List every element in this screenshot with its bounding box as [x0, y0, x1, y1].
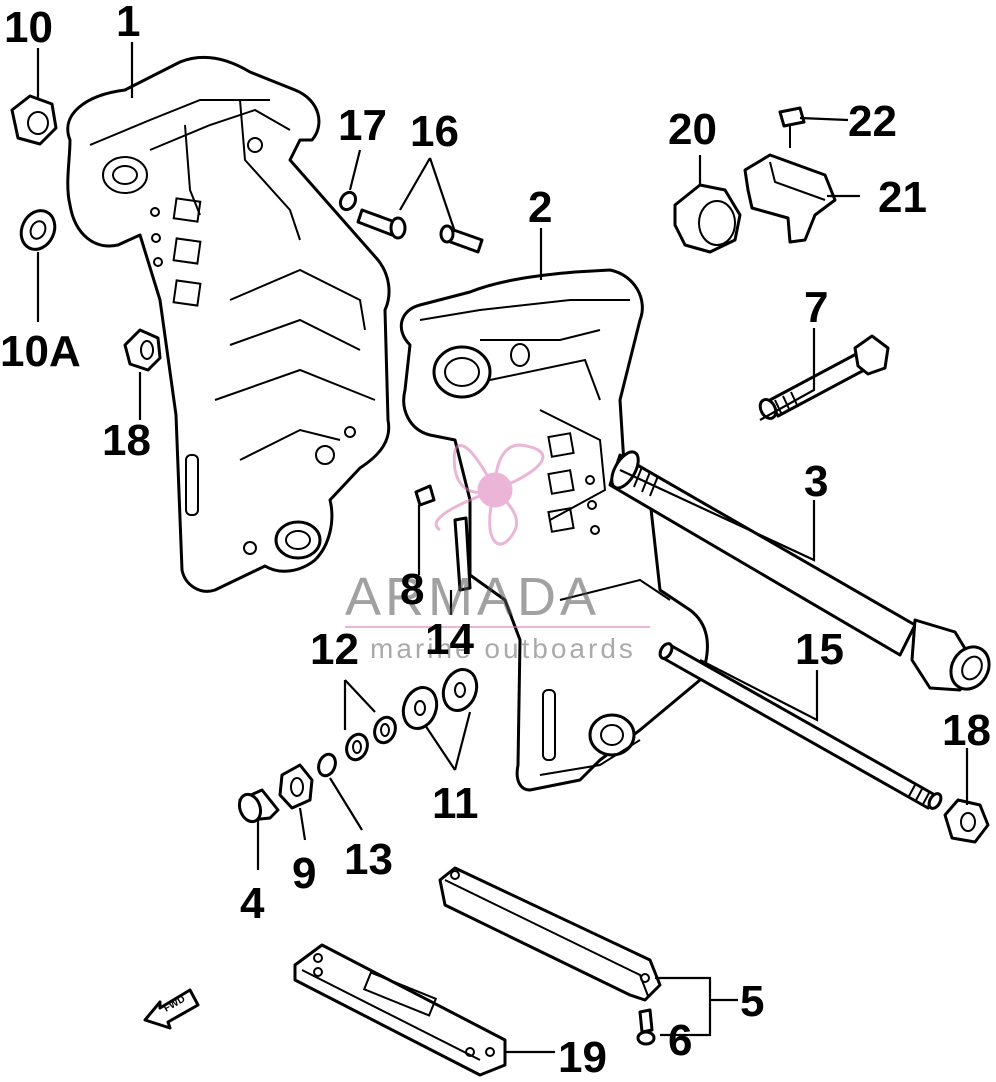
callout-14: 14: [425, 615, 474, 664]
nut-18-right: [943, 798, 990, 844]
washers-12: [345, 715, 397, 762]
plate-19: [293, 943, 507, 1077]
callout-4: 4: [240, 879, 265, 928]
callout-22: 22: [848, 97, 897, 146]
washers-11: [401, 668, 479, 730]
callout-13: 13: [344, 835, 393, 884]
bushing-4: [237, 788, 280, 824]
nut-10: [10, 94, 58, 146]
tilt-rod-15: [658, 642, 943, 810]
callout-20: 20: [668, 105, 717, 154]
bolt-7: [758, 334, 890, 420]
fwd-arrow-icon: FWD: [143, 988, 200, 1030]
callout-21: 21: [878, 173, 927, 222]
callout-19: 19: [558, 1033, 607, 1082]
callout-9: 9: [292, 849, 316, 898]
callout-18-left: 18: [102, 416, 151, 465]
nut-9: [278, 763, 314, 810]
clamp-bracket-right: [399, 268, 709, 792]
watermark-tagline: marine outboards: [370, 633, 636, 664]
callout-18-right: 18: [942, 706, 991, 755]
clip-21: [743, 153, 837, 244]
washer-13: [317, 752, 337, 778]
callout-16: 16: [410, 107, 459, 156]
callout-11: 11: [432, 779, 479, 828]
callout-7: 7: [804, 283, 828, 332]
clamp-bracket-left: [66, 55, 391, 593]
callout-12: 12: [310, 625, 359, 674]
callout-6: 6: [668, 1016, 692, 1065]
washer-10a: [19, 209, 57, 251]
screw-8: [414, 484, 436, 507]
watermark-underline: [345, 626, 650, 628]
screw-6: [636, 1008, 656, 1046]
callout-8: 8: [400, 565, 424, 614]
callout-15: 15: [795, 625, 844, 674]
nut-18-left: [123, 328, 162, 372]
washer-17: [338, 190, 358, 212]
callout-10a: 10A: [0, 327, 81, 376]
screw-16-lower: [439, 224, 484, 254]
callout-17: 17: [338, 101, 387, 150]
callout-5: 5: [740, 977, 764, 1026]
callout-10: 10: [4, 3, 53, 52]
screw-16-upper: [356, 208, 407, 240]
propeller-logo-icon: [434, 443, 545, 546]
screw-22: [778, 106, 806, 148]
tilt-tube: [608, 450, 991, 692]
armada-watermark: ARMADA marine outboards: [345, 443, 650, 664]
callout-1: 1: [116, 0, 140, 46]
pin-14: [453, 516, 472, 592]
callout-3: 3: [804, 457, 828, 506]
leader-lines: [36, 42, 969, 1054]
watermark-brand: ARMADA: [345, 567, 600, 627]
callout-2: 2: [528, 183, 552, 232]
pad-5: [438, 866, 662, 1002]
cap-20: [673, 183, 742, 254]
